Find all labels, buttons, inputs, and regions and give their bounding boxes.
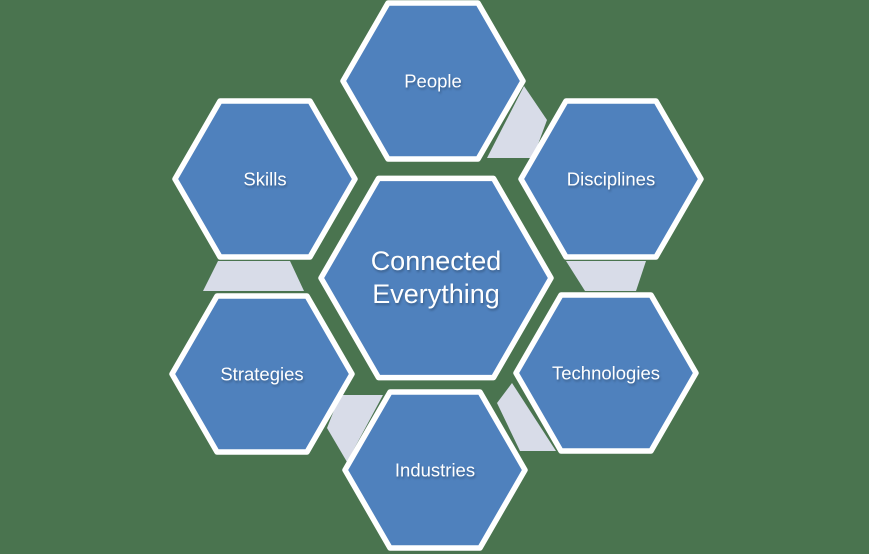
hexagon-disciplines[interactable] (518, 98, 704, 260)
label-center-line-2: Everything (372, 279, 500, 309)
connector-disciplines-technologies (566, 261, 646, 291)
label-people: People (404, 71, 462, 92)
connector-strategies-skills (203, 261, 304, 291)
connector-technologies-industries (497, 383, 556, 451)
hexagon-technologies[interactable] (513, 292, 699, 454)
node-strategies: Strategies (169, 293, 355, 455)
label-disciplines: Disciplines (567, 169, 655, 190)
node-skills: Skills (172, 98, 358, 260)
label-skills: Skills (243, 169, 286, 190)
connector-industries-strategies (327, 395, 383, 462)
label-center-line-1: Connected (371, 246, 502, 276)
label-industries: Industries (395, 460, 475, 481)
node-disciplines: Disciplines (518, 98, 704, 260)
hexagon-skills[interactable] (172, 98, 358, 260)
hexagon-center[interactable] (318, 175, 554, 381)
connector-people-disciplines (487, 86, 547, 158)
hexagon-industries[interactable] (342, 389, 528, 551)
hexagon-strategies[interactable] (169, 293, 355, 455)
node-technologies: Technologies (513, 292, 699, 454)
node-people: People (340, 0, 526, 162)
hexagon-people[interactable] (340, 0, 526, 162)
label-strategies: Strategies (220, 364, 303, 385)
node-industries: Industries (342, 389, 528, 551)
label-technologies: Technologies (552, 363, 660, 384)
